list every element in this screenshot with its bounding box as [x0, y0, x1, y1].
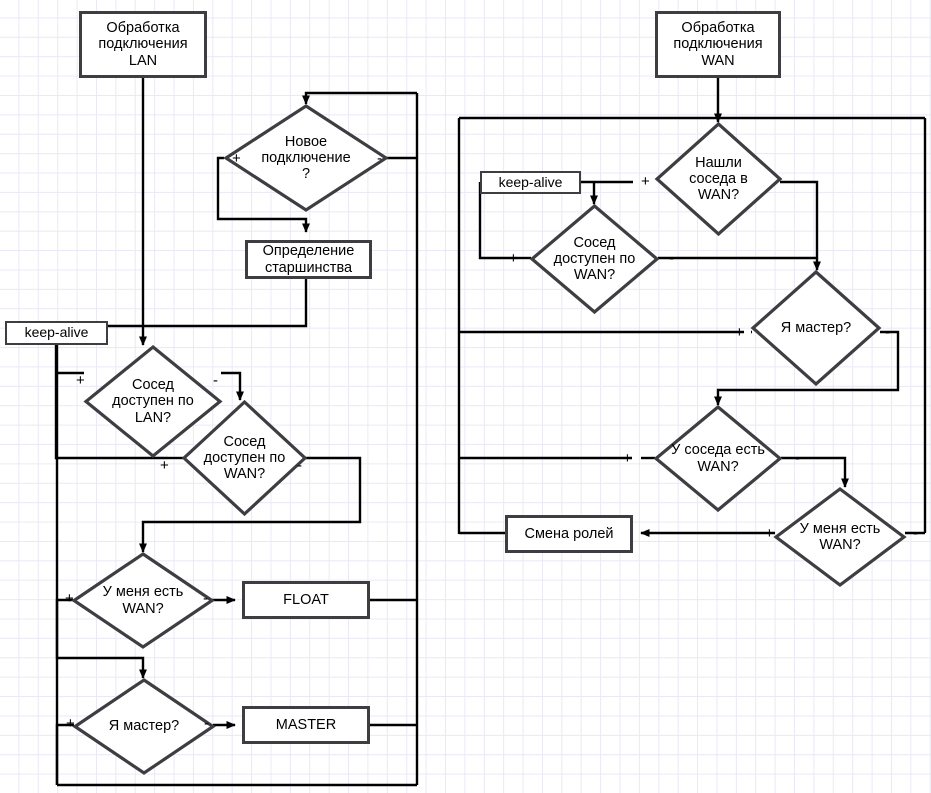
lan-float-label: FLOAT [283, 591, 329, 608]
lan-am-master-decision[interactable]: Я мастер? [72, 678, 216, 775]
branch-sign-wan-am-master-yes: + [735, 324, 744, 341]
branch-sign-lan-have-wan-no: - [203, 590, 208, 607]
lan-seniority-label: Определение старшинства [262, 243, 355, 276]
branch-sign-wan-i-have-wan-yes: + [765, 525, 774, 542]
lan-start-box[interactable]: Обработка подключения LAN [79, 11, 207, 78]
branch-sign-lan-neighbor-wan-yes: + [160, 457, 169, 474]
edge-lan-loop-to-new-connection [302, 91, 417, 105]
wan-am-master-decision[interactable]: Я мастер? [750, 269, 882, 387]
branch-sign-lan-new-connection-no: - [377, 150, 382, 167]
branch-sign-lan-have-wan-yes: + [65, 590, 74, 607]
branch-sign-wan-neighbor-wan-no: - [669, 250, 674, 267]
branch-sign-lan-neighbor-wan-no: - [297, 457, 302, 474]
branch-sign-lan-new-connection-yes: + [232, 150, 241, 167]
lan-keepalive-label: keep-alive [24, 324, 89, 341]
wan-start-label: Обработка подключения WAN [673, 20, 763, 69]
branch-sign-wan-neighbor-has-wan-yes: + [623, 450, 632, 467]
branch-sign-wan-found-neighbor-yes: + [641, 173, 650, 190]
lan-master-label: MASTER [275, 716, 337, 733]
branch-sign-lan-neighbor-lan-no: - [213, 372, 218, 389]
branch-sign-lan-am-master-no: - [204, 715, 209, 732]
edge-lan-neighbor-lan-no [221, 371, 244, 401]
lan-start-label: Обработка подключения LAN [98, 20, 188, 69]
wan-neighbor-has-wan-decision[interactable]: У соседа есть WAN? [653, 404, 783, 513]
wan-start-box[interactable]: Обработка подключения WAN [655, 11, 781, 78]
lan-float-box[interactable]: FLOAT [242, 581, 370, 619]
wan-neighbor-wan-decision[interactable]: Сосед доступен по WAN? [529, 203, 660, 315]
wan-keepalive-box[interactable]: keep-alive [480, 171, 581, 194]
branch-sign-wan-neighbor-has-wan-no: - [795, 450, 800, 467]
branch-sign-wan-found-neighbor-no: - [787, 173, 792, 190]
lan-seniority-box[interactable]: Определение старшинства [245, 240, 372, 279]
lan-keepalive-box[interactable]: keep-alive [5, 321, 108, 345]
wan-role-change-label: Смена ролей [524, 525, 614, 542]
branch-sign-wan-neighbor-wan-yes: + [509, 250, 518, 267]
branch-sign-lan-neighbor-lan-yes: + [76, 372, 85, 389]
branch-sign-wan-i-have-wan-no: - [913, 525, 918, 542]
branch-sign-wan-am-master-no: - [885, 324, 890, 341]
wan-role-change-box[interactable]: Смена ролей [505, 515, 633, 553]
wan-i-have-wan-decision[interactable]: У меня есть WAN? [773, 487, 907, 587]
edge-lan-am-master-yes [55, 723, 74, 785]
lan-new-connection-decision[interactable]: Новое подключение ? [223, 104, 389, 212]
lan-master-box[interactable]: MASTER [242, 706, 370, 744]
edge-wan-found-neighbor-no [780, 180, 821, 271]
lan-neighbor-wan-decision[interactable]: Сосед доступен по WAN? [181, 399, 308, 517]
wan-keepalive-label: keep-alive [498, 173, 563, 190]
branch-sign-lan-am-master-yes: + [66, 715, 75, 732]
wan-found-neighbor-decision[interactable]: Нашли соседа в WAN? [654, 121, 783, 237]
lan-have-wan-decision[interactable]: У меня есть WAN? [71, 552, 215, 649]
edge-wan-neighbor-has-wan-no [781, 456, 849, 488]
